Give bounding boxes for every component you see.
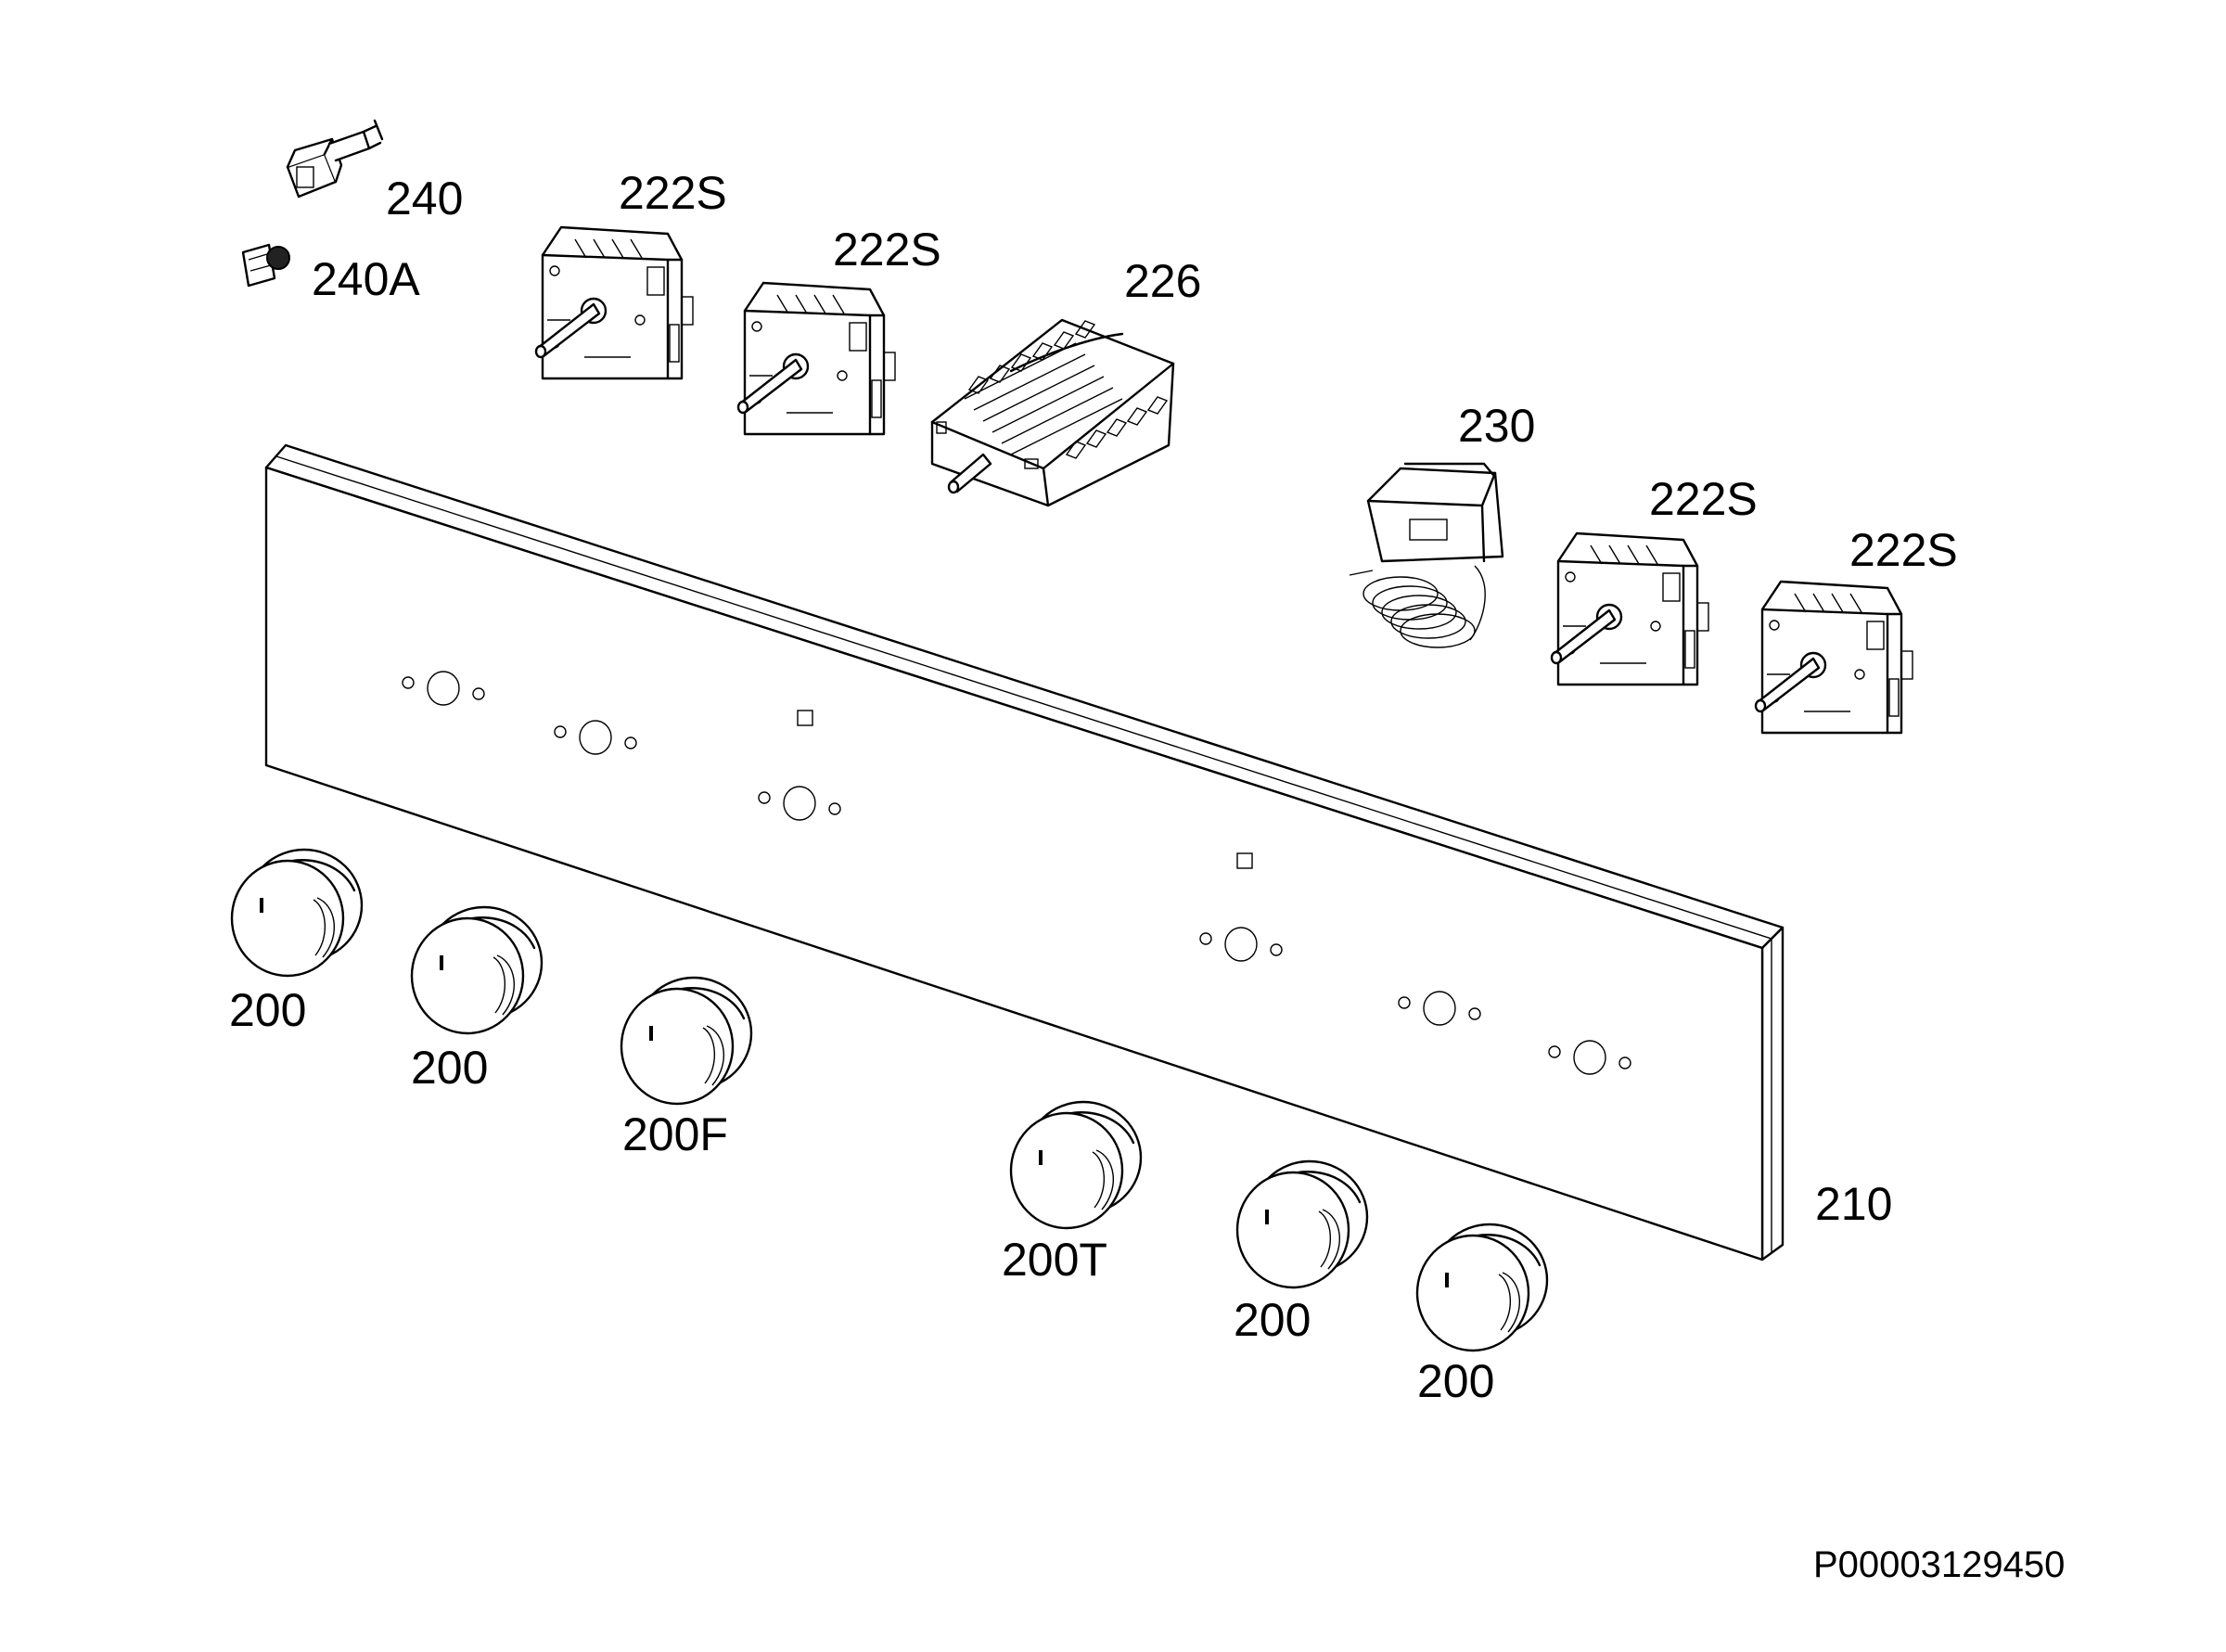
knob-200-1 xyxy=(230,848,364,978)
part-222s-regulator-1 xyxy=(534,225,695,380)
label-knob-200t: 200T xyxy=(1002,1234,1107,1286)
document-id: P00003129450 xyxy=(1813,1544,2065,1585)
label-240: 240 xyxy=(386,173,463,224)
label-knob-200f: 200F xyxy=(622,1108,728,1160)
label-222s-1: 222S xyxy=(619,167,727,219)
label-230: 230 xyxy=(1458,400,1535,452)
knob-200-3 xyxy=(1235,1159,1369,1289)
label-knob-200-2: 200 xyxy=(411,1042,488,1094)
label-knob-200-4: 200 xyxy=(1417,1355,1494,1407)
part-222s-regulator-2 xyxy=(736,281,897,436)
part-222s-regulator-4 xyxy=(1754,580,1914,735)
knob-200-4 xyxy=(1415,1223,1549,1352)
knob-200t xyxy=(1009,1100,1143,1230)
knob-200-2 xyxy=(410,905,544,1035)
part-222s-regulator-3 xyxy=(1550,531,1710,686)
label-240a: 240A xyxy=(312,253,420,305)
part-210-control-panel xyxy=(264,443,1785,1261)
label-knob-200-1: 200 xyxy=(229,984,306,1036)
part-230-thermostat xyxy=(1349,462,1504,648)
label-210: 210 xyxy=(1815,1178,1892,1230)
part-226-selector-switch xyxy=(930,318,1175,507)
label-222s-2: 222S xyxy=(833,224,941,275)
knob-200f xyxy=(620,976,753,1106)
label-226: 226 xyxy=(1124,255,1201,307)
label-knob-200-3: 200 xyxy=(1234,1294,1311,1346)
label-222s-4: 222S xyxy=(1849,524,1958,576)
part-240-lamp-switch xyxy=(286,119,384,198)
label-222s-3: 222S xyxy=(1649,473,1758,525)
part-240a-lamp-lens xyxy=(241,243,290,288)
